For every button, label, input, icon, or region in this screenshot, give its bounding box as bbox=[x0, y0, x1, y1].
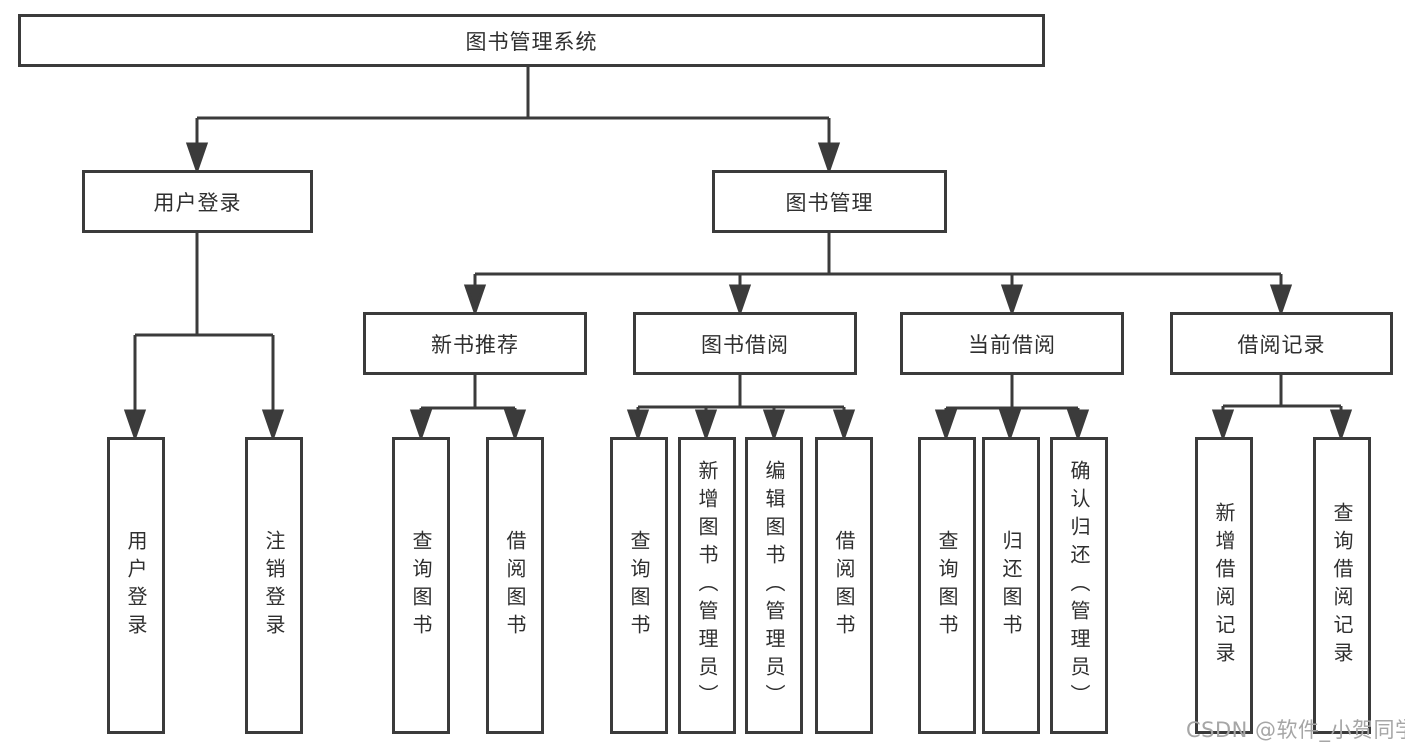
csdn-watermark: CSDN @软件_小贺同学 bbox=[1186, 718, 1405, 742]
node-label: 查询图书 bbox=[627, 529, 651, 642]
node-label: 查询图书 bbox=[409, 529, 433, 642]
node-label: 查询图书 bbox=[935, 529, 959, 642]
node-user-login-action: 用户登录 bbox=[107, 437, 165, 734]
node-query-borrow-record: 查询借阅记录 bbox=[1313, 437, 1371, 734]
node-label: 新增图书（管理员） bbox=[695, 459, 719, 712]
node-borrow-books-recommend: 借阅图书 bbox=[486, 437, 544, 734]
node-user-login: 用户登录 bbox=[82, 170, 313, 233]
node-confirm-return-admin: 确认归还（管理员） bbox=[1050, 437, 1108, 734]
node-borrowing-records: 借阅记录 bbox=[1170, 312, 1393, 375]
node-logout: 注销登录 bbox=[245, 437, 303, 734]
node-label: 编辑图书（管理员） bbox=[762, 459, 786, 712]
node-return-books: 归还图书 bbox=[982, 437, 1040, 734]
node-query-books-current: 查询图书 bbox=[918, 437, 976, 734]
node-label: 归还图书 bbox=[999, 529, 1023, 642]
node-label: 新增借阅记录 bbox=[1212, 501, 1236, 670]
node-library-system: 图书管理系统 bbox=[18, 14, 1045, 67]
node-current-borrowing: 当前借阅 bbox=[900, 312, 1124, 375]
node-label: 借阅图书 bbox=[832, 529, 856, 642]
node-borrow-books-action: 借阅图书 bbox=[815, 437, 873, 734]
node-add-borrow-record: 新增借阅记录 bbox=[1195, 437, 1253, 734]
node-new-book-recommend: 新书推荐 bbox=[363, 312, 587, 375]
node-edit-books-admin: 编辑图书（管理员） bbox=[745, 437, 803, 734]
node-label: 注销登录 bbox=[262, 529, 286, 642]
node-label: 用户登录 bbox=[124, 529, 148, 642]
node-add-books-admin: 新增图书（管理员） bbox=[678, 437, 736, 734]
node-label: 确认归还（管理员） bbox=[1067, 459, 1091, 712]
node-book-management: 图书管理 bbox=[712, 170, 947, 233]
node-query-books-recommend: 查询图书 bbox=[392, 437, 450, 734]
node-query-books-borrowing: 查询图书 bbox=[610, 437, 668, 734]
node-book-borrowing: 图书借阅 bbox=[633, 312, 857, 375]
node-label: 查询借阅记录 bbox=[1330, 501, 1354, 670]
node-label: 借阅图书 bbox=[503, 529, 527, 642]
